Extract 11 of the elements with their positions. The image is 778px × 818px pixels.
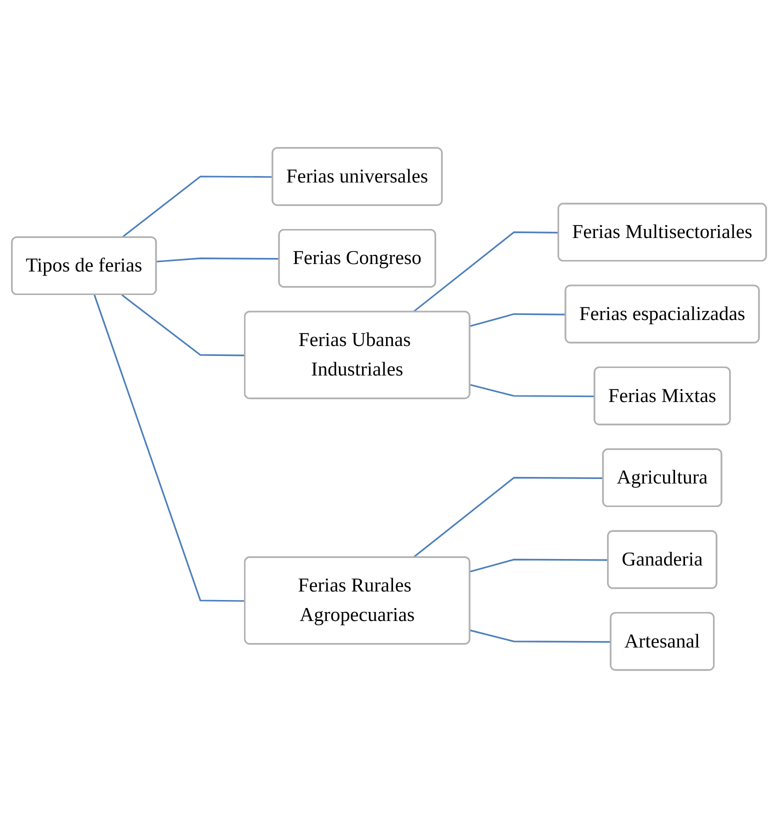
connector bbox=[156, 258, 280, 262]
connector bbox=[470, 313, 566, 327]
connector bbox=[121, 176, 273, 238]
connector bbox=[470, 384, 595, 398]
connector bbox=[121, 294, 246, 356]
connector bbox=[470, 558, 608, 572]
connector bbox=[470, 630, 612, 643]
tree-diagram: Tipos de ferias Ferias universales Ferias Congreso Ferias Ubanas Industriales Ferias Rurales Agropecuarias Ferias Multisectoriales Ferias espacializadas Ferias Mixtas Agricultura Ganaderia Artesanal bbox=[4, 140, 774, 678]
connector bbox=[412, 231, 559, 313]
connector bbox=[412, 476, 604, 558]
connector bbox=[94, 294, 246, 602]
